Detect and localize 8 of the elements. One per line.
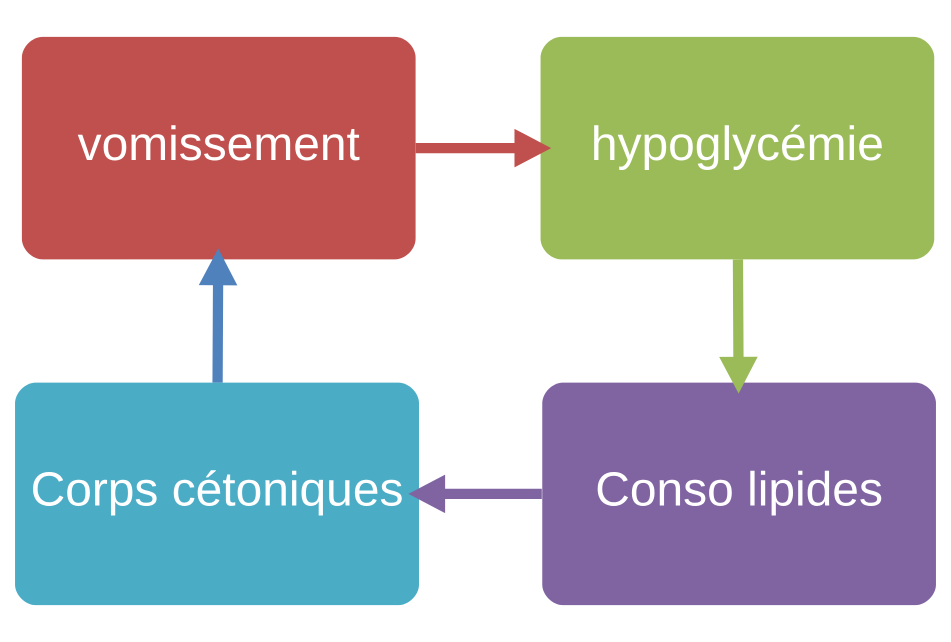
arrow bbox=[198, 248, 238, 382]
node-box: Corps cétoniques bbox=[15, 382, 419, 606]
arrow bbox=[719, 260, 758, 394]
arrow bbox=[408, 474, 542, 514]
node-box: Conso lipides bbox=[542, 382, 936, 606]
node-box: vomissement bbox=[22, 36, 416, 260]
node-box: hypoglycémie bbox=[540, 36, 934, 260]
arrow bbox=[416, 128, 552, 168]
